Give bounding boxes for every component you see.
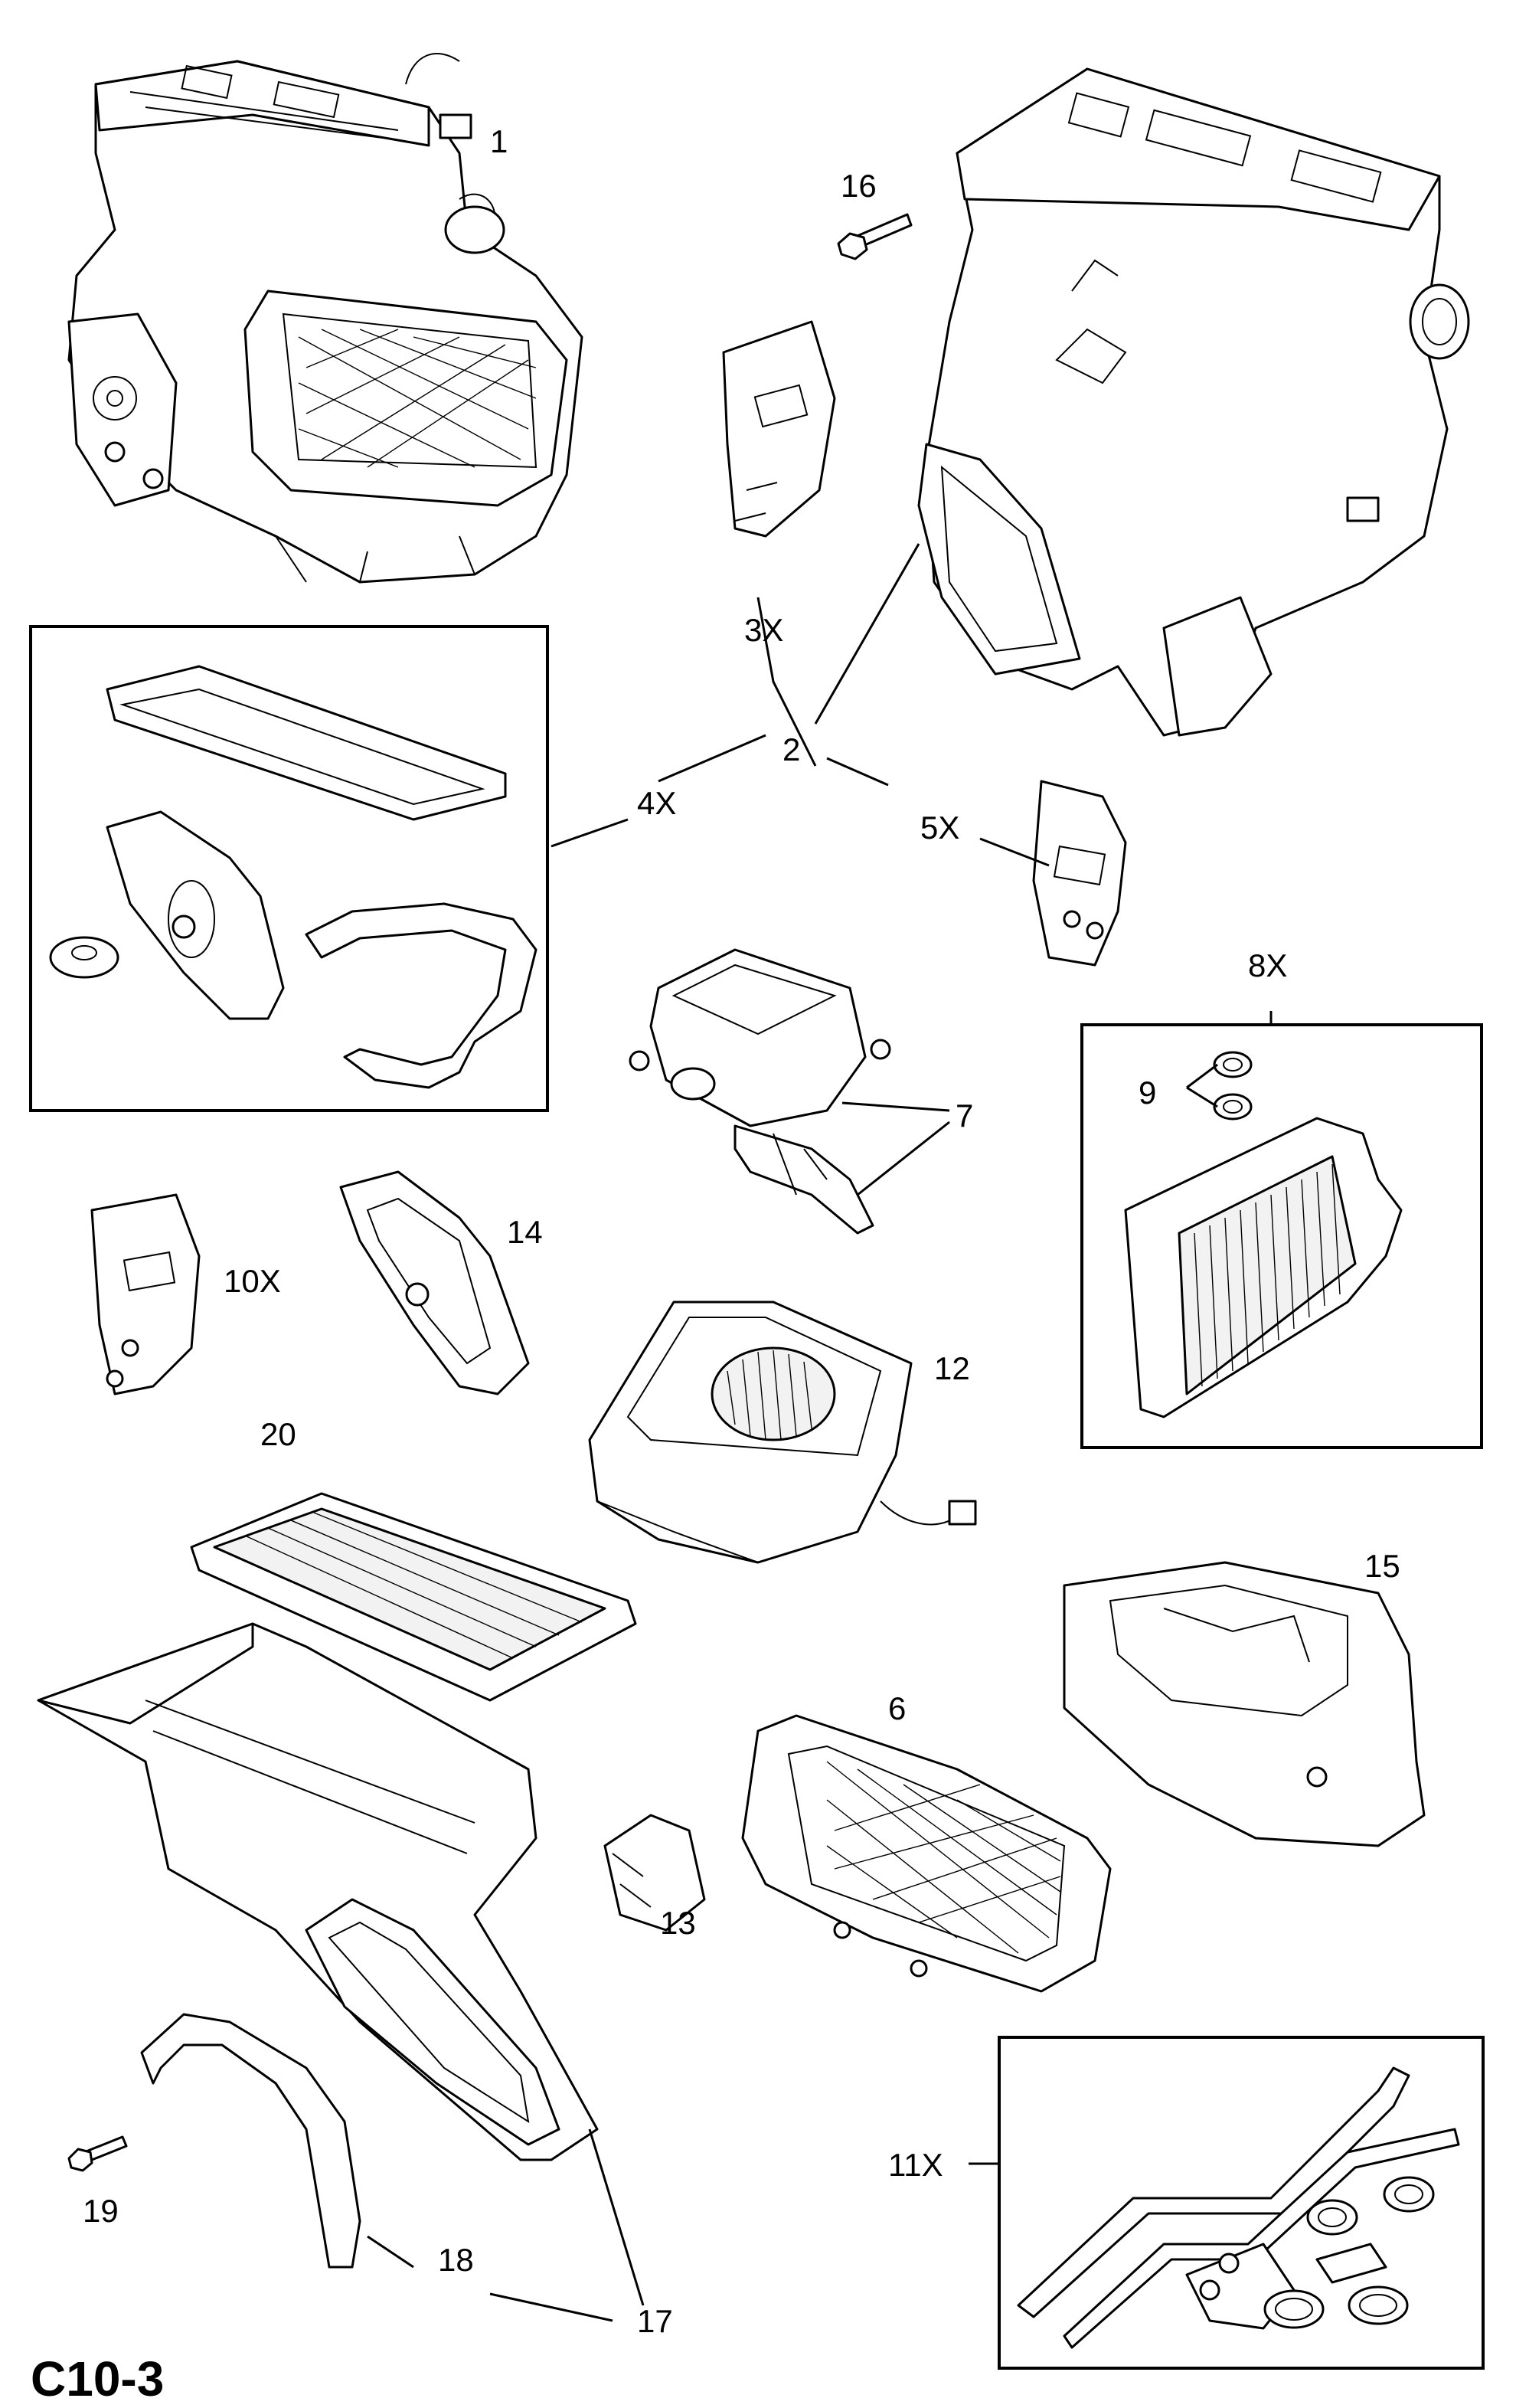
callout-16: 16 — [841, 168, 877, 204]
callout-20: 20 — [260, 1416, 296, 1452]
part-4x-kit-contents — [49, 665, 537, 1089]
callout-11x: 11X — [888, 2147, 943, 2183]
part-6-vent-housing — [741, 1714, 1112, 1993]
part-1-heater-housing — [67, 53, 583, 584]
part-8x-heater-core — [1124, 1117, 1403, 1418]
part-5x-fastener-kit — [1032, 780, 1127, 967]
callout-8x: 8X — [1248, 947, 1288, 983]
part-17-lower-housing — [37, 1622, 599, 2161]
kit-11x-frame — [998, 2036, 1485, 2370]
callout-10x: 10X — [224, 1263, 281, 1299]
leader-lines — [367, 543, 1273, 2322]
callout-17: 17 — [637, 2303, 673, 2339]
part-13-resistor — [603, 1814, 706, 1932]
part-2-heater-housing — [917, 67, 1470, 737]
callout-19: 19 — [83, 2193, 119, 2229]
part-12-blower-motor — [588, 1301, 977, 1564]
part-3x-fastener-kit — [722, 320, 836, 538]
part-10x-fastener-kit — [90, 1193, 201, 1395]
kit-4x-frame — [29, 625, 549, 1112]
part-7-control-module — [629, 948, 891, 1235]
part-16-bolt — [837, 213, 913, 260]
callout-4x: 4X — [637, 785, 677, 821]
part-9-seal-rings — [1213, 1051, 1253, 1121]
part-19-screw — [67, 2135, 128, 2172]
callout-7: 7 — [956, 1098, 974, 1134]
part-15-cover — [1063, 1561, 1426, 1847]
callout-13: 13 — [660, 1905, 696, 1941]
callout-14: 14 — [507, 1214, 543, 1250]
part-14-gasket — [339, 1170, 530, 1395]
callout-15: 15 — [1364, 1548, 1400, 1584]
callout-6: 6 — [888, 1690, 907, 1726]
callout-18: 18 — [438, 2242, 474, 2278]
part-11x-pipe-kit — [1017, 2066, 1460, 2349]
callout-5x: 5X — [920, 810, 960, 846]
callout-12: 12 — [934, 1350, 970, 1386]
callout-2: 2 — [783, 731, 801, 767]
kit-8x-frame — [1080, 1023, 1483, 1449]
callout-3x: 3X — [744, 612, 784, 648]
callout-1: 1 — [490, 123, 508, 159]
part-20-pollen-filter — [190, 1492, 637, 1702]
page-code: C10-3 — [31, 2351, 165, 2406]
callout-9: 9 — [1139, 1075, 1157, 1111]
part-18-seal — [140, 2013, 361, 2269]
